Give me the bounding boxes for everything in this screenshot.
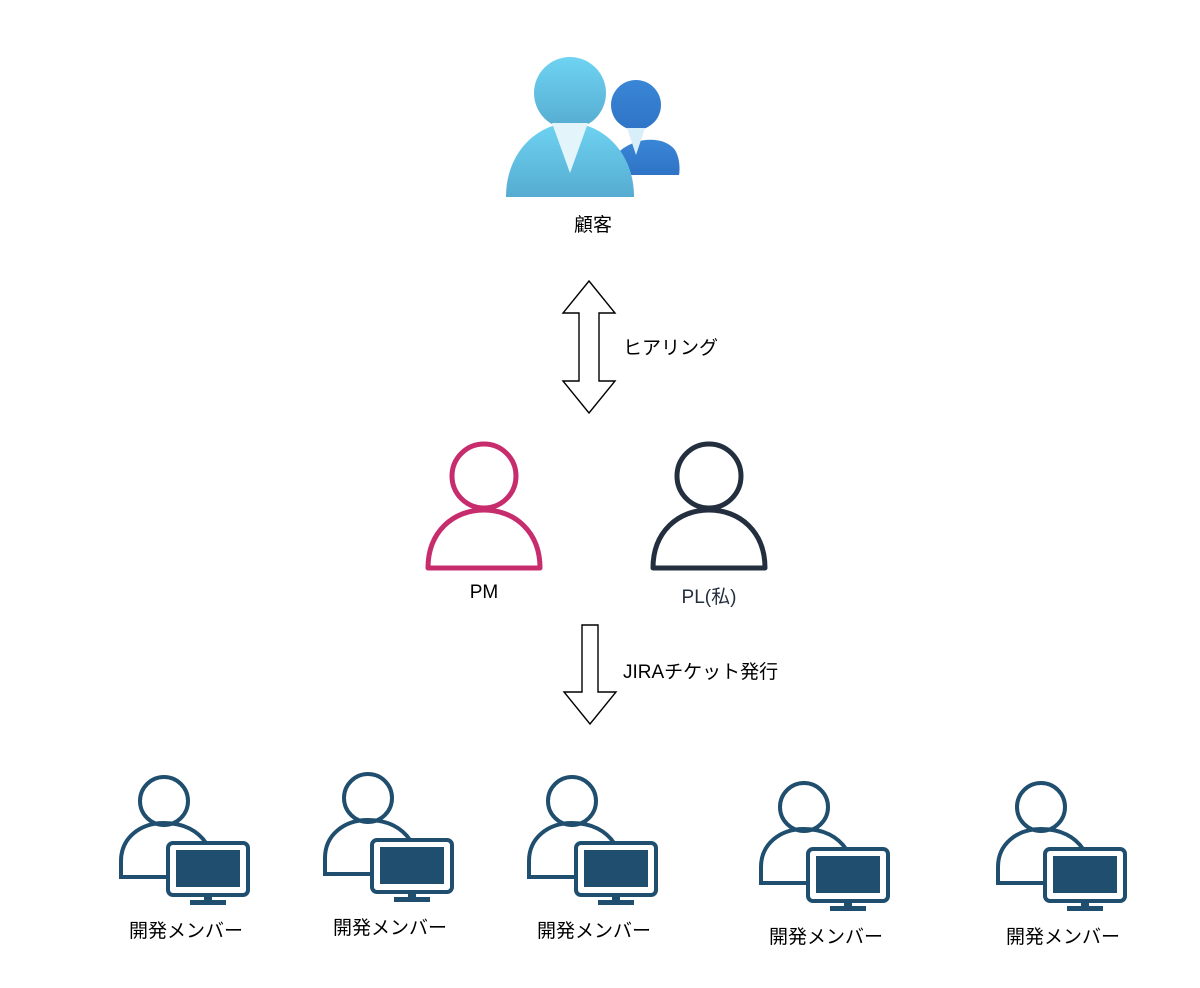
developer-computer-icon bbox=[119, 775, 250, 905]
developer-computer-icon bbox=[996, 781, 1127, 911]
developer-computer-icon bbox=[527, 775, 658, 905]
developer-computer-icon bbox=[323, 772, 454, 902]
developer-label-1: 開発メンバー bbox=[128, 921, 244, 942]
double-arrow-icon bbox=[561, 279, 617, 415]
developer-label-2: 開発メンバー bbox=[332, 918, 448, 939]
pl-user-icon bbox=[650, 441, 768, 571]
hearing-arrow bbox=[561, 279, 617, 415]
pm-label: PM bbox=[469, 582, 499, 603]
pl-label: PL(私) bbox=[681, 587, 737, 608]
jira-arrow bbox=[562, 624, 618, 726]
customer-node bbox=[500, 55, 685, 205]
customer-label: 顧客 bbox=[573, 215, 613, 236]
developer-label-3: 開発メンバー bbox=[536, 921, 652, 942]
developer-node-1 bbox=[118, 773, 253, 908]
developer-node-2 bbox=[322, 770, 457, 905]
pl-node bbox=[650, 440, 768, 572]
down-arrow-icon bbox=[562, 624, 618, 726]
jira-label: JIRAチケット発行 bbox=[623, 662, 779, 683]
developer-node-5 bbox=[995, 779, 1130, 914]
developer-computer-icon bbox=[759, 781, 890, 911]
developer-node-3 bbox=[526, 773, 661, 908]
users-icon bbox=[506, 57, 680, 197]
developer-label-4: 開発メンバー bbox=[768, 927, 884, 948]
hearing-label: ヒアリング bbox=[623, 338, 719, 359]
developer-node-4 bbox=[758, 779, 893, 914]
developer-label-5: 開発メンバー bbox=[1005, 927, 1121, 948]
pm-user-icon bbox=[425, 441, 543, 571]
pm-node bbox=[425, 440, 543, 572]
